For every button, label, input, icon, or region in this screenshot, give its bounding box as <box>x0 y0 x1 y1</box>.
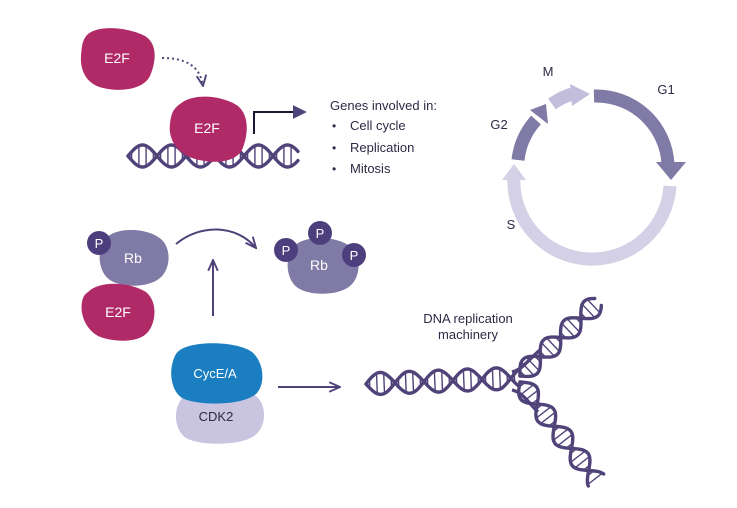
cycle-arrowhead-g1 <box>656 162 686 180</box>
gene-item-2: Replication <box>350 140 414 155</box>
fork-junction-upper <box>511 348 542 374</box>
phospho-label-3: P <box>350 248 359 263</box>
upper-arm-helix-base-pair <box>586 298 601 314</box>
lower-arm-helix-base-pair <box>574 455 590 469</box>
upper-arm-helix-strand-a <box>518 296 597 379</box>
lower-arm-helix-base-pair <box>557 433 573 447</box>
gene-bullet-2: • <box>332 141 336 155</box>
cycle-arrowhead-g2 <box>530 104 548 124</box>
cycle-arc-m <box>548 87 575 110</box>
upper-arm-helix-base-pair <box>546 337 560 352</box>
phospho-label-a: P <box>95 236 104 251</box>
phospho-label-1: P <box>282 243 291 258</box>
phospho-circle-a <box>87 231 111 255</box>
upper-arm-helix-base-pair <box>561 323 576 338</box>
rb-e2f-complex: Rb P E2F <box>81 229 169 341</box>
upper-arm-helix-base-pair <box>566 318 581 333</box>
cycle-arrowhead-s <box>502 164 526 180</box>
transcription-arrow <box>253 105 307 134</box>
dna-label-line2: machinery <box>438 327 498 342</box>
dna-label-line1: DNA replication <box>423 311 513 326</box>
lower-arm-helix-base-pair <box>540 411 556 425</box>
phase-label-m: M <box>543 64 554 79</box>
upper-arm-helix-base-pair <box>541 342 555 357</box>
parent-helix-base-pair <box>383 373 386 394</box>
cdk2-label: CDK2 <box>199 409 234 424</box>
binding-dotted-arrow <box>161 57 203 86</box>
e2f-complex-blob <box>81 283 155 341</box>
lower-arm-helix-strand-b <box>518 380 606 476</box>
gene-bullet-1: • <box>332 119 336 133</box>
rb-label: Rb <box>124 250 142 266</box>
phospho-label-2: P <box>316 226 325 241</box>
phase-label-g2: G2 <box>490 117 507 132</box>
phospho-circle-2 <box>308 221 332 245</box>
phosphorylated-rb: Rb P P P <box>274 221 366 294</box>
lower-arm-helix-base-pair <box>587 472 603 486</box>
phase-label-g1: G1 <box>657 82 674 97</box>
genes-heading: Genes involved in: <box>330 98 437 113</box>
e2f-bound-label: E2F <box>194 120 220 136</box>
parent-helix-base-pair <box>404 372 407 393</box>
e2f-bound: E2F <box>169 96 247 162</box>
parent-helix-base-pair <box>469 369 473 391</box>
cycle-arc-g2 <box>511 115 541 161</box>
parent-helix-base-pair <box>491 368 494 390</box>
phosphorylation-arrow <box>175 228 256 248</box>
e2f-free-blob <box>80 28 155 90</box>
cyc-blob <box>171 343 263 404</box>
parent-helix-strand-a <box>364 367 520 397</box>
cell-cycle-wheel: M G1 G2 S <box>490 64 686 266</box>
lower-arm-helix-base-pair <box>535 406 552 419</box>
parent-helix-strand-b <box>364 366 520 395</box>
upper-arm-helix-strand-b <box>518 303 603 378</box>
cycle-arrowhead-m <box>570 84 590 106</box>
lower-arm-helix-strand-a <box>517 380 592 488</box>
upper-arm-helix-base-pair <box>581 303 596 319</box>
cyclin-cdk-complex: CycE/A CDK2 <box>171 343 265 444</box>
parent-helix-base-pair <box>412 371 415 393</box>
phospho-circle-3 <box>342 243 366 267</box>
phase-label-s: S <box>507 217 516 232</box>
phospho-circle-1 <box>274 238 298 262</box>
fork-junction-lower <box>511 388 540 414</box>
parent-helix-base-pair <box>441 370 444 392</box>
rb-blob <box>99 229 169 286</box>
lower-arm-helix-base-pair <box>553 428 569 441</box>
parent-helix-base-pair <box>462 369 465 391</box>
lower-arm-helix-base-pair <box>570 450 586 463</box>
parent-helix-base-pair <box>498 368 502 389</box>
gene-bullet-3: • <box>332 162 336 176</box>
replication-fork-dna <box>364 296 606 488</box>
cyc-label: CycE/A <box>193 366 237 381</box>
parent-helix-base-pair <box>433 371 436 392</box>
e2f-free: E2F <box>80 28 155 90</box>
gene-item-1: Cell cycle <box>350 118 406 133</box>
gene-item-3: Mitosis <box>350 161 391 176</box>
cycle-arc-g1 <box>593 89 675 165</box>
genes-list: Genes involved in: • Cell cycle • Replic… <box>330 98 437 176</box>
e2f-free-label: E2F <box>104 50 130 66</box>
rb-phospho-blob <box>287 237 359 294</box>
parent-helix-base-pair <box>375 373 378 394</box>
e2f-bound-blob <box>169 96 247 162</box>
cycle-arc-s <box>507 175 677 266</box>
rb-phospho-label: Rb <box>310 257 328 273</box>
e2f-complex-label: E2F <box>105 304 131 320</box>
